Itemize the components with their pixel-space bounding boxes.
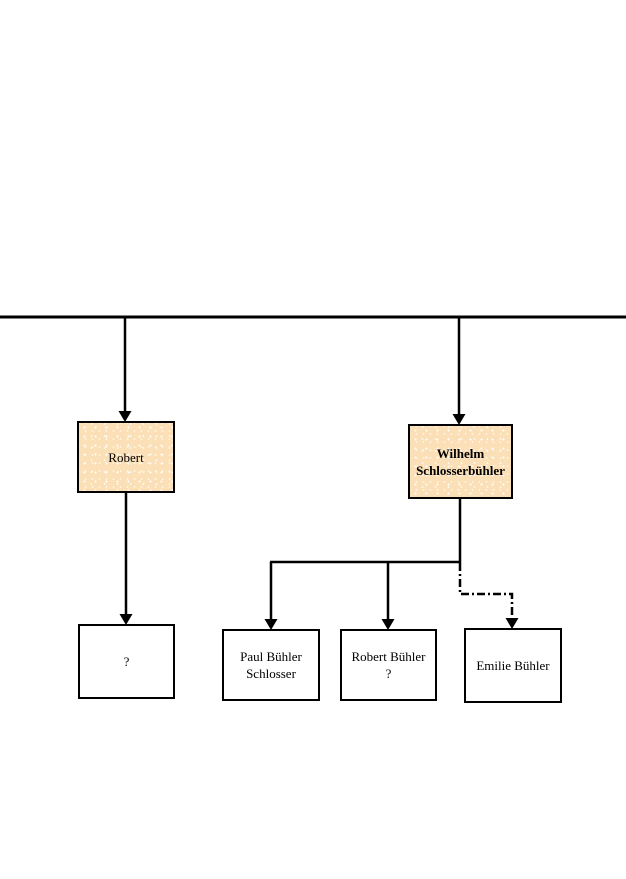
node-label-line2: Schlosserbühler bbox=[416, 462, 505, 478]
node-emilie-buehler: Emilie Bühler bbox=[464, 628, 562, 703]
node-label: Emilie Bühler bbox=[476, 658, 550, 673]
node-label-line2: Schlosser bbox=[246, 666, 296, 681]
node-wilhelm-schlosserbuehler: Wilhelm Schlosserbühler bbox=[408, 424, 513, 499]
edge-dashed-to-emilie bbox=[458, 563, 514, 618]
arrowhead-unknown bbox=[119, 614, 133, 625]
node-unknown-child: ? bbox=[78, 624, 175, 699]
arrowhead-robert-junior bbox=[381, 619, 395, 630]
node-label-line1: Paul Bühler bbox=[240, 649, 302, 664]
node-label-line1: Wilhelm bbox=[436, 445, 485, 461]
arrowhead-emilie bbox=[505, 618, 519, 629]
node-robert-buehler: Robert Bühler ? bbox=[340, 629, 437, 701]
node-label-line1: Robert Bühler bbox=[351, 649, 426, 664]
node-label: Robert bbox=[108, 449, 144, 465]
arrowhead-robert-senior bbox=[118, 411, 132, 422]
arrowhead-wilhelm bbox=[452, 414, 466, 425]
node-label: ? bbox=[123, 654, 130, 669]
node-label-line2: ? bbox=[385, 666, 392, 681]
node-robert-senior: Robert bbox=[77, 421, 175, 493]
node-paul-buehler: Paul Bühler Schlosser bbox=[222, 629, 320, 701]
arrowhead-paul bbox=[264, 619, 278, 630]
